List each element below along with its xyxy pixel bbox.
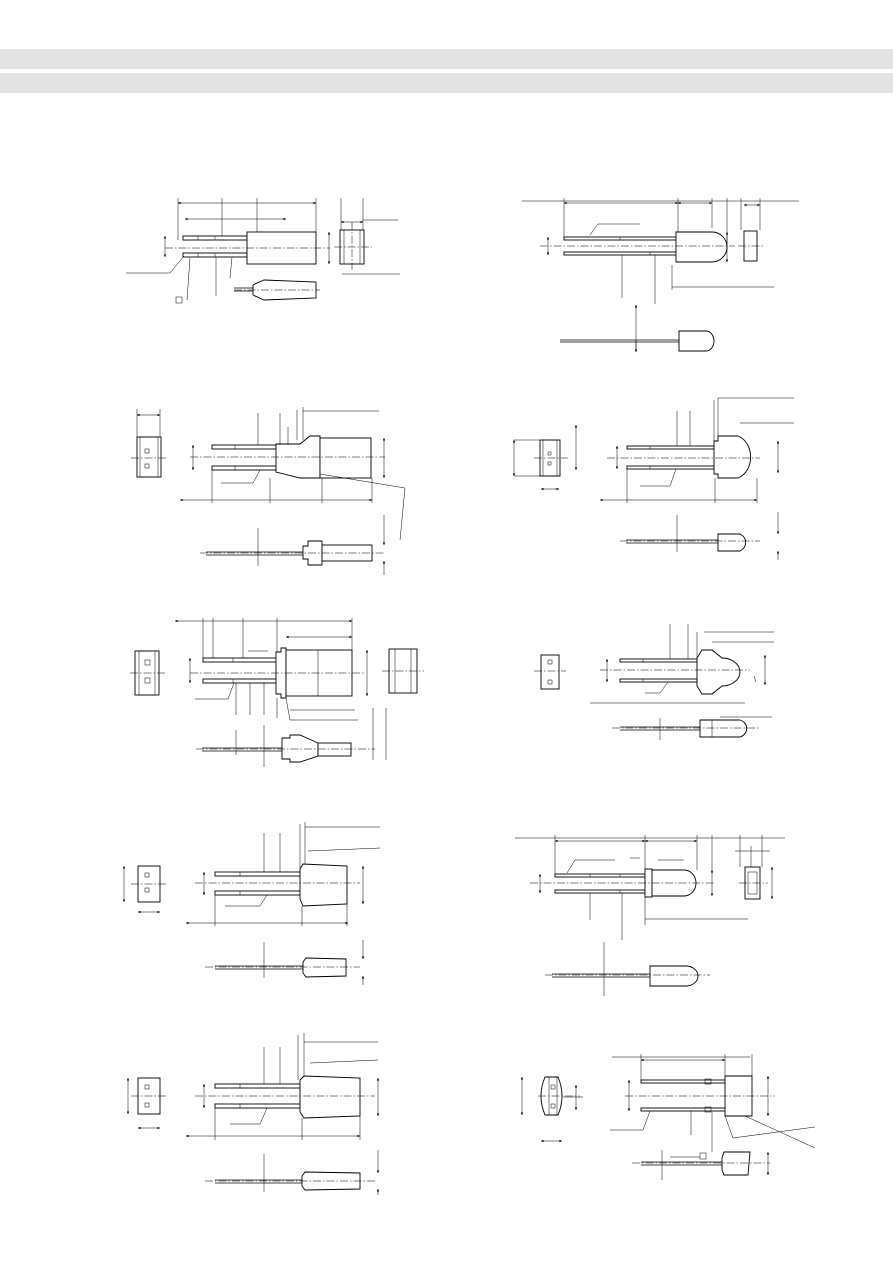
package-4-right [515,835,785,996]
package-5-left [126,1033,380,1195]
package-4-left [122,822,381,985]
package-2-right [512,397,794,560]
package-5-right [520,1054,816,1180]
package-3-left [130,618,424,767]
package-2-left [131,407,406,575]
package-1-left [126,198,400,304]
package-3-right [534,624,774,740]
header-band-1 [0,49,893,69]
header-band-2 [0,73,893,93]
package-1-right [522,198,799,352]
